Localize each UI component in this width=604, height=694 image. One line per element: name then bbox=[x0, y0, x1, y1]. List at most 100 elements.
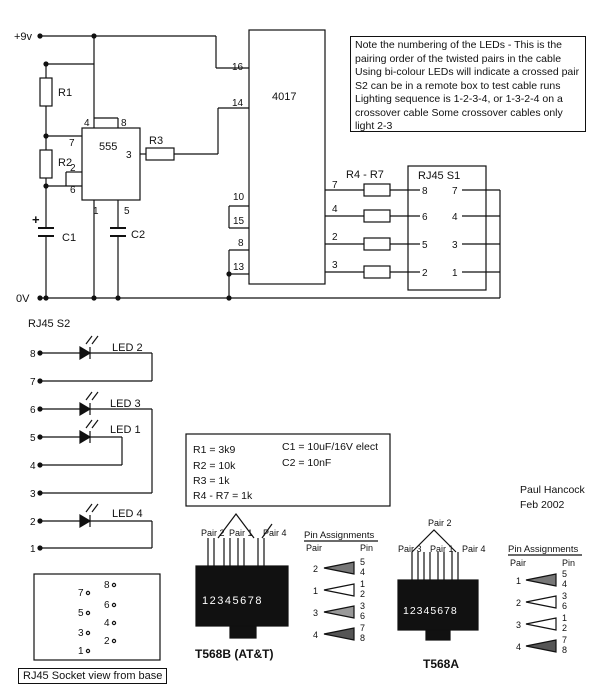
socket-pin: 4 bbox=[104, 618, 110, 629]
c1-polarity: + bbox=[32, 212, 40, 227]
pin-label: 8 bbox=[238, 238, 244, 249]
t568a-pair-label: Pair 2 bbox=[428, 518, 452, 528]
resistor-r3 bbox=[145, 147, 175, 161]
s1-pin: 6 bbox=[422, 212, 428, 223]
pin-label: 14 bbox=[232, 98, 244, 109]
t568b-row-pin: 6 bbox=[360, 611, 365, 621]
t568a-row-pin: 2 bbox=[562, 623, 567, 633]
resistor-r1 bbox=[39, 77, 53, 107]
led-4-label: LED 4 bbox=[112, 508, 143, 520]
t568a-row-pin: 4 bbox=[562, 579, 567, 589]
pin-label: 2 bbox=[70, 163, 76, 174]
pin-label: 3 bbox=[332, 260, 338, 271]
socket-pin: 8 bbox=[104, 580, 110, 591]
r1-label: R1 bbox=[58, 87, 72, 99]
value-c1: C1 = 10uF/16V elect bbox=[282, 441, 378, 453]
t568b-row-pin: 3 bbox=[360, 601, 365, 611]
led-3-diode bbox=[79, 401, 92, 417]
t568a-assignments: 1 5 4 2 3 6 3 1 2 4 7 8 bbox=[516, 569, 567, 655]
led-3-circuit bbox=[40, 391, 153, 494]
resistor-bank bbox=[325, 183, 420, 279]
led-4-circuit bbox=[40, 503, 153, 549]
t568a-row-pin: 8 bbox=[562, 645, 567, 655]
led-4-diode bbox=[79, 513, 92, 529]
t568b-title: T568B (AT&T) bbox=[195, 647, 273, 661]
junction bbox=[226, 271, 232, 277]
t568b-pair-label: Pair 1 bbox=[229, 528, 253, 538]
t568b-col-pin: Pin bbox=[360, 543, 373, 553]
t568a-connector bbox=[397, 529, 479, 641]
c2-label: C2 bbox=[131, 229, 145, 241]
s1-pin: 2 bbox=[422, 268, 428, 279]
pin-label: 1 bbox=[93, 206, 99, 217]
pin-label: 10 bbox=[233, 192, 245, 203]
t568b-col-pair: Pair bbox=[306, 543, 322, 553]
t568b-row-pair: 2 bbox=[313, 564, 318, 574]
socket-pin: 5 bbox=[78, 608, 84, 619]
resistor-r2 bbox=[39, 149, 53, 179]
resistor-r6 bbox=[363, 237, 391, 251]
t568a-title: T568A bbox=[423, 657, 459, 671]
value-c2: C2 = 10nF bbox=[282, 457, 331, 469]
pin-label: 4 bbox=[332, 204, 338, 215]
junction bbox=[43, 61, 49, 67]
value-r2: R2 = 10k bbox=[193, 460, 236, 472]
t568a-row-pin: 5 bbox=[562, 569, 567, 579]
resistor-r7 bbox=[363, 265, 391, 279]
t568b-row-pair: 3 bbox=[313, 608, 318, 618]
t568a-row-pair: 2 bbox=[516, 598, 521, 608]
led-1-label: LED 1 bbox=[110, 424, 141, 436]
s1-ground-links bbox=[462, 189, 501, 298]
junction bbox=[43, 133, 49, 139]
led-1-circuit bbox=[40, 419, 123, 466]
t568a-col-pair: Pair bbox=[510, 558, 526, 568]
t568a-pair-label: Pair 1 bbox=[430, 544, 454, 554]
socket-pin: 7 bbox=[78, 588, 84, 599]
pin-label: 13 bbox=[233, 262, 245, 273]
t568a-row-pin: 7 bbox=[562, 635, 567, 645]
socket-pin: 6 bbox=[104, 600, 110, 611]
ground-node bbox=[37, 295, 43, 301]
s2-pin: 2 bbox=[30, 517, 36, 528]
s2-pin: 1 bbox=[30, 544, 36, 555]
t568b-row-pin: 2 bbox=[360, 589, 365, 599]
s2-label: RJ45 S2 bbox=[28, 318, 70, 330]
t568b-pin-numbers: 12345678 bbox=[202, 595, 263, 607]
values-box bbox=[185, 433, 391, 507]
pin-label: 2 bbox=[332, 232, 338, 243]
ground-label: 0V bbox=[16, 293, 30, 305]
t568a-row-pin: 1 bbox=[562, 613, 567, 623]
pin-label: 5 bbox=[124, 206, 130, 217]
socket-pin: 1 bbox=[78, 646, 84, 657]
design-note: Note the numbering of the LEDs - This is… bbox=[350, 36, 586, 132]
s2-pin: 5 bbox=[30, 433, 36, 444]
t568b-pair-label: Pair 4 bbox=[263, 528, 287, 538]
value-r4r7: R4 - R7 = 1k bbox=[193, 490, 253, 502]
pin-label: 7 bbox=[332, 180, 338, 191]
t568a-row-pin: 6 bbox=[562, 601, 567, 611]
t568b-assignments: 2 5 4 1 1 2 3 3 6 4 7 8 bbox=[313, 557, 365, 643]
vplus-label: +9v bbox=[14, 31, 33, 43]
led-1-diode bbox=[79, 429, 92, 445]
s2-pin-rows: 8 7 6 5 4 3 2 1 bbox=[30, 349, 36, 555]
led-3-label: LED 3 bbox=[110, 398, 141, 410]
pin-label: 7 bbox=[69, 138, 75, 149]
s1-pin: 8 bbox=[422, 186, 428, 197]
t568a-assign-title: Pin Assignments bbox=[508, 544, 578, 555]
s2-pin: 8 bbox=[30, 349, 36, 360]
socket-view-box bbox=[33, 573, 161, 661]
ic-555-label: 555 bbox=[99, 141, 117, 153]
s1-pin: 5 bbox=[422, 240, 428, 251]
junction bbox=[43, 183, 49, 189]
s1-pin: 4 bbox=[452, 212, 458, 223]
r2-label: R2 bbox=[58, 157, 72, 169]
ic-4017-label: 4017 bbox=[272, 91, 296, 103]
t568a-row-pin: 3 bbox=[562, 591, 567, 601]
t568a-pair-label: Pair 4 bbox=[462, 544, 486, 554]
socket-pin: 3 bbox=[78, 628, 84, 639]
t568a-col-pin: Pin bbox=[562, 558, 575, 568]
t568a-row-pair: 3 bbox=[516, 620, 521, 630]
pin-label: 8 bbox=[121, 118, 127, 129]
t568b-row-pin: 8 bbox=[360, 633, 365, 643]
rj45-s1 bbox=[407, 165, 487, 291]
